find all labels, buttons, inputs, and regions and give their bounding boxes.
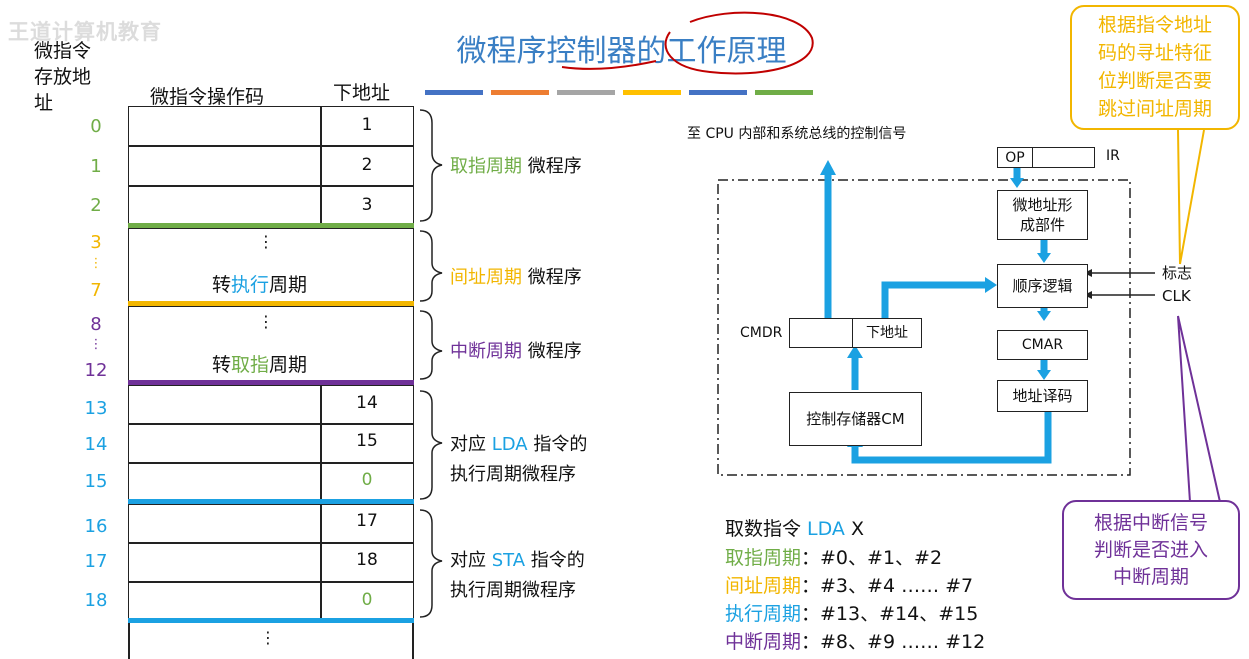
indirect-cycle-label: 间址周期 微程序 [450,267,582,288]
address-label: 18 [84,590,108,611]
control-memory: 控制存储器CM [789,392,922,446]
callout-line: 中断周期 [1112,566,1189,588]
next-address-value: 14 [356,393,378,413]
lda-indirect-row: 间址周期：#3、#4 …… #7 [725,575,974,597]
address-label: 7 [90,280,102,301]
indirect-text: 转执行周期 [212,274,308,296]
ir-op-field: OP [997,147,1033,168]
lda-exec-label: 对应 LDA 指令的 执行周期微程序 [450,434,588,485]
callout-addressing: 根据指令地址 码的寻址特征 位判断是否要 跳过间址周期 [1070,5,1240,130]
sta-rows-block [128,504,414,620]
fetch-rows-block [128,106,414,226]
controller-diagram [717,160,1155,476]
lda-exec-row: 执行周期：#13、#14、#15 [725,603,979,625]
address-label: 13 [84,398,108,419]
callout-line: 跳过间址周期 [1097,98,1212,120]
next-address-value: 0 [361,470,373,490]
address-label: 8 [90,314,102,335]
fetch-separator [128,223,414,228]
next-address-value: 0 [361,590,373,610]
address-header-line: 存放地 [34,66,92,88]
opcode-header: 微指令操作码 [150,86,265,108]
title-circle-annotation [664,11,814,75]
address-label: ⋮ [89,337,103,352]
next-address-value: 17 [356,511,378,531]
address-label: 17 [84,551,108,572]
color-bars [425,80,821,99]
next-address-value: 2 [361,155,373,175]
callout-line: 判断是否进入 [1093,539,1208,561]
address-label: 2 [90,195,102,216]
callout-interrupt-tail [1177,315,1221,503]
cmdr-label: CMDR [740,325,783,341]
next-address-value: 18 [356,550,378,570]
callout-line: 码的寻址特征 [1097,42,1212,64]
address-label: 12 [84,360,108,381]
color-bar [425,90,483,95]
address-label: 14 [84,434,108,455]
cpu-signal-label: 至 CPU 内部和系统总线的控制信号 [687,126,907,142]
fetch-cycle-label: 取指周期 微程序 [450,156,582,177]
address-header-line: 址 [34,92,54,114]
sta-exec-label: 对应 STA 指令的 执行周期微程序 [450,550,585,601]
address-decoder: 地址译码 [997,380,1088,412]
page-title: 微程序控制器的工作原理 [456,34,787,69]
dots: ⋮ [258,232,274,251]
title-underline-annotation [561,60,657,70]
color-bar [491,90,549,95]
brace-group [419,109,443,618]
address-header: 微指令 存放地 址 [34,38,114,116]
cmar-register: CMAR [997,330,1088,360]
address-label: 15 [84,471,108,492]
cmdr-next-address: 下地址 [852,318,922,348]
watermark: 王道计算机教育 [8,20,162,44]
indirect-block [128,228,414,303]
address-label: 1 [90,156,102,177]
interrupt-cycle-label: 中断周期 微程序 [450,341,582,362]
lda-heading: 取数指令 LDA X [725,518,864,540]
sequence-logic: 顺序逻辑 [997,264,1088,308]
next-address-value: 15 [356,431,378,451]
interrupt-separator [128,380,414,385]
cmdr-register [789,318,853,348]
lda-separator [128,499,414,504]
lda-interrupt-row: 中断周期：#8、#9 …… #12 [725,631,986,653]
flag-label: 标志 [1162,264,1193,282]
ir-label: IR [1106,148,1120,164]
dots: ⋮ [258,312,274,331]
callout-line: 根据指令地址 [1097,14,1212,36]
ir-register [1032,147,1095,168]
clk-label: CLK [1162,287,1191,305]
interrupt-text: 转取指周期 [212,354,308,376]
callout-interrupt: 根据中断信号 判断是否进入 中断周期 [1062,500,1240,600]
dots: ⋮ [260,628,276,647]
next-address-value: 3 [361,195,373,215]
color-bar [755,90,813,95]
color-bar [689,90,747,95]
address-label: 3 [90,232,102,253]
color-bar [623,90,681,95]
next-address-value: 1 [361,115,373,135]
indirect-separator [128,301,414,306]
lda-fetch-row: 取指周期：#0、#1、#2 [725,547,943,569]
interrupt-block [128,306,414,382]
micro-address-unit: 微地址形成部件 [997,190,1088,240]
callout-addressing-tail [1177,129,1205,265]
lda-rows-block [128,385,414,501]
sta-separator [128,618,414,623]
address-label: 0 [90,116,102,137]
address-label: ⋮ [89,256,103,271]
address-label: 16 [84,516,108,537]
next-address-header: 下地址 [333,82,391,104]
callout-line: 位判断是否要 [1097,70,1212,92]
color-bar [557,90,615,95]
callout-line: 根据中断信号 [1093,512,1208,534]
address-header-line: 微指令 [34,40,92,62]
